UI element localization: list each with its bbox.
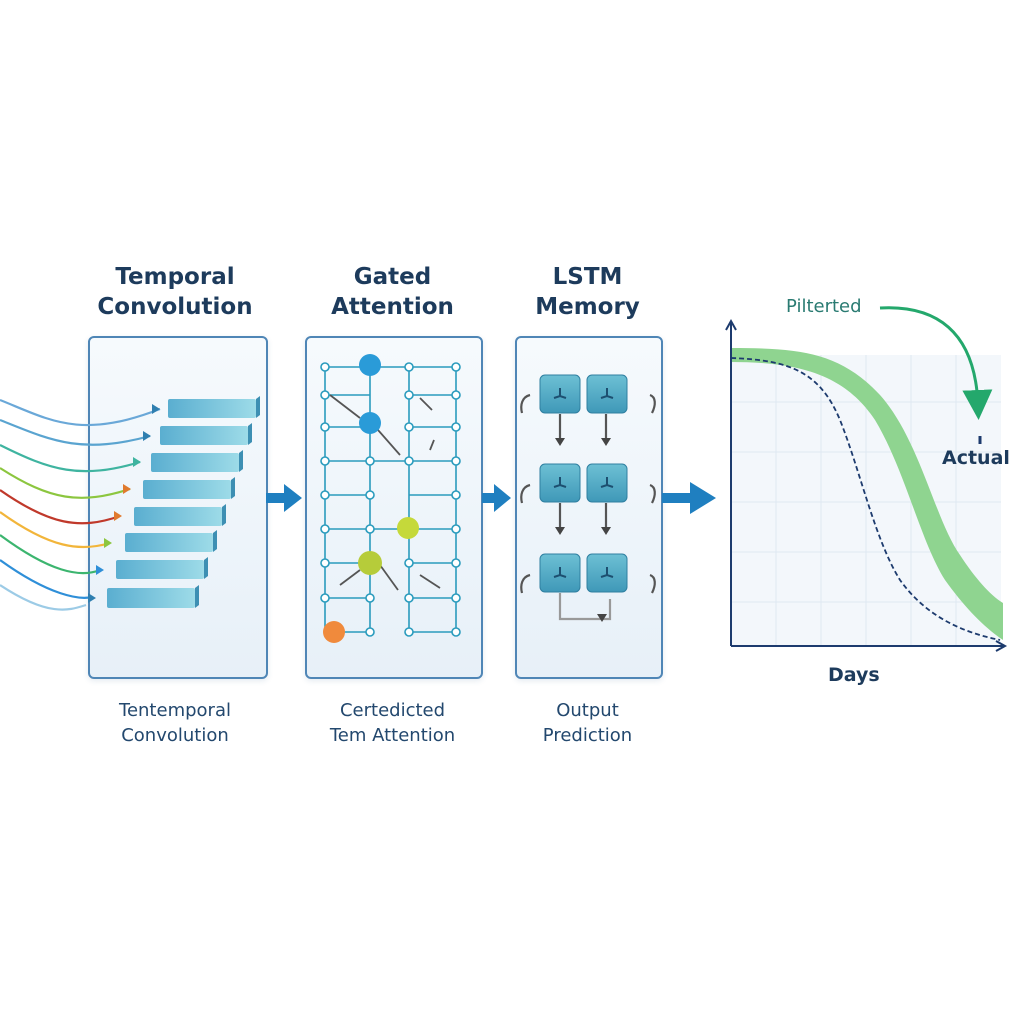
attention-highlight-nodes bbox=[323, 354, 419, 643]
filtered-band bbox=[731, 348, 1003, 640]
caption-line: Prediction bbox=[542, 725, 633, 746]
input-line bbox=[0, 584, 87, 611]
input-line bbox=[0, 511, 111, 549]
y-axis-arrow-icon bbox=[725, 318, 737, 331]
arrowhead-icon bbox=[114, 511, 122, 521]
x-axis-label: Days bbox=[828, 664, 880, 686]
gate-node bbox=[397, 517, 419, 539]
stage-caption-3: Output Prediction bbox=[505, 698, 670, 748]
x-axis-arrow-icon bbox=[995, 640, 1008, 652]
input-line bbox=[0, 534, 101, 575]
stage-title-line: Memory bbox=[535, 294, 640, 320]
input-arrowheads bbox=[88, 404, 160, 603]
active-node bbox=[359, 412, 381, 434]
attention-nodes bbox=[320, 362, 461, 637]
attention-diagonals bbox=[329, 394, 441, 591]
stage-caption-2: Certedicted Tem Attention bbox=[300, 698, 485, 748]
input-line bbox=[0, 467, 131, 499]
active-node bbox=[359, 354, 381, 376]
stage-caption-1: Tentemporal Convolution bbox=[80, 698, 270, 748]
conv-bar bbox=[116, 557, 208, 579]
forecast-chart bbox=[725, 306, 1008, 652]
stage-title-line: Gated bbox=[353, 264, 432, 290]
arrowhead-icon bbox=[133, 457, 141, 467]
arrowhead-icon bbox=[152, 404, 160, 414]
gate-node bbox=[323, 621, 345, 643]
input-line bbox=[0, 398, 161, 427]
convolution-bars bbox=[107, 396, 260, 608]
right-arrow-icon bbox=[662, 482, 716, 514]
input-signal-lines bbox=[0, 398, 161, 611]
flow-arrows bbox=[266, 482, 716, 514]
conv-bar bbox=[125, 530, 217, 552]
conv-bar bbox=[107, 585, 199, 608]
actual-dashed-line bbox=[730, 357, 1001, 641]
input-line bbox=[0, 418, 151, 446]
arrowhead-icon bbox=[143, 431, 151, 441]
stage-title-temporal-convolution: Temporal Convolution bbox=[80, 262, 270, 322]
conv-bar bbox=[143, 477, 235, 499]
caption-line: Convolution bbox=[121, 725, 229, 746]
annotation-actual-label: Actual bbox=[942, 447, 1010, 469]
right-arrow-icon bbox=[482, 484, 511, 512]
stage-title-line: Attention bbox=[331, 294, 454, 320]
stage-title-lstm-memory: LSTM Memory bbox=[505, 262, 670, 322]
conv-bar bbox=[160, 423, 252, 445]
input-line bbox=[0, 444, 141, 473]
annotation-filtered-label: Pilterted bbox=[786, 296, 862, 317]
caption-line: Tem Attention bbox=[329, 725, 456, 746]
input-line bbox=[0, 559, 93, 599]
caption-line: Output bbox=[556, 700, 619, 721]
gate-node bbox=[358, 551, 382, 575]
right-arrow-icon bbox=[266, 484, 302, 512]
stage-title-line: Convolution bbox=[97, 294, 253, 320]
arrowhead-icon bbox=[96, 565, 104, 575]
lstm-arrowheads bbox=[555, 438, 611, 622]
conv-bar bbox=[134, 504, 226, 526]
arrowhead-icon bbox=[104, 538, 112, 548]
lstm-cells bbox=[539, 374, 628, 593]
stage-title-line: Temporal bbox=[115, 264, 235, 290]
lstm-connectors bbox=[520, 393, 656, 621]
stage-title-gated-attention: Gated Attention bbox=[300, 262, 485, 322]
conv-bar bbox=[151, 450, 243, 472]
caption-line: Certedicted bbox=[339, 700, 446, 721]
stage-title-line: LSTM bbox=[552, 264, 623, 290]
conv-bar bbox=[168, 396, 260, 418]
curved-arrow-icon bbox=[879, 306, 993, 420]
lstm-cell-glyphs bbox=[553, 388, 614, 578]
input-line bbox=[0, 489, 121, 525]
caption-line: Tentemporal bbox=[119, 700, 231, 721]
arrowhead-icon bbox=[123, 484, 131, 494]
arrowhead-icon bbox=[88, 593, 96, 603]
